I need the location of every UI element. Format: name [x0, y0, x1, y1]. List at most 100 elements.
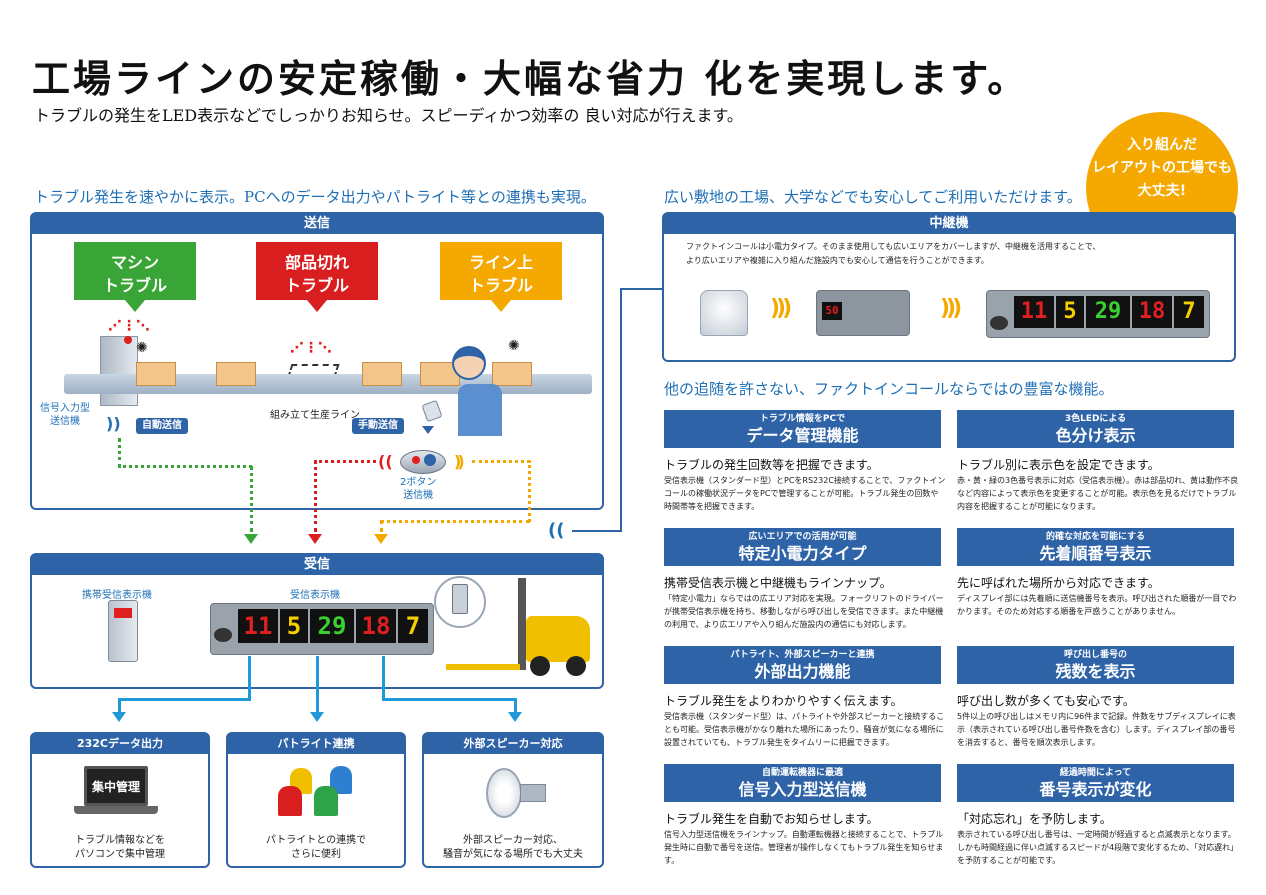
output-connector-line: [316, 656, 319, 712]
desc-line: さらに便利: [291, 849, 341, 860]
speaker-horn-icon: [486, 768, 522, 818]
wireless-wave-icon: ))): [940, 296, 962, 321]
feature-title: 色分け表示: [1055, 426, 1136, 445]
red-button-icon: [412, 456, 420, 464]
burst-line2: レイアウトの工場でも: [1092, 160, 1232, 176]
led-digit: 29: [310, 609, 354, 643]
relay-connector-line: [620, 288, 622, 532]
feature-card: 自動運転機器に最適信号入力型送信機: [664, 764, 941, 802]
burst-line3: 大丈夫!: [1137, 183, 1187, 199]
relay-digit: 50: [822, 302, 842, 320]
receiver-display-label: 受信表示機: [290, 590, 340, 601]
wireless-wave-icon: ((: [548, 520, 565, 541]
forklift-body: [526, 616, 590, 662]
feature-card: トラブル情報をPCでデータ管理機能: [664, 410, 941, 448]
laptop-base: [74, 806, 158, 814]
bubble-line: トラブル: [468, 276, 533, 295]
feature-subtitle: 3色LEDによる: [1064, 414, 1127, 424]
desc-line: パトライトとの連携で: [265, 835, 367, 846]
led-digit: 11: [1014, 296, 1054, 328]
portable-receiver-label: 携帯受信表示機: [82, 590, 152, 601]
relay-panel: 中継機: [662, 212, 1236, 362]
feature-headline: 携帯受信表示機と中継機もラインナップ。: [664, 576, 892, 590]
red-signal-path: [314, 460, 376, 463]
down-arrow-icon: [422, 426, 434, 434]
assembly-line-label: 組み立て生産ライン: [270, 410, 360, 421]
forklift-wheel: [566, 656, 586, 676]
blue-arrow-icon: [310, 712, 324, 722]
machine-icon: [100, 336, 138, 406]
panel-title: 232Cデータ出力: [32, 734, 208, 754]
forklift-fork: [446, 664, 520, 670]
forklift-wheel: [530, 656, 550, 676]
bubble-tail: [491, 300, 511, 312]
relay-connector-line: [620, 288, 664, 290]
trouble-scribble-icon: ✺: [508, 338, 520, 354]
led-digit: 11: [238, 609, 278, 643]
led-digit: 5: [1056, 296, 1084, 328]
feature-card: 的確な対応を可能にする先着順番号表示: [957, 528, 1234, 566]
alarm-light-icon: [124, 336, 132, 344]
patlite-desc: パトライトとの連携で さらに便利: [234, 834, 398, 862]
feature-title: 信号入力型送信機: [738, 780, 867, 799]
feature-description: 赤・黄・緑の3色番号表示に対応（受信表示機）。赤は部品切れ、黄は動作不良など内容…: [957, 476, 1239, 511]
desc-line: 外部スピーカー対応、: [463, 835, 563, 846]
worker-body: [458, 384, 502, 436]
feature-description: 「特定小電力」ならではの広エリア対応を実現。フォークリフトのドライバーが携帯受信…: [664, 594, 944, 629]
two-button-transmitter: [400, 450, 446, 474]
output-connector-line: [382, 698, 516, 701]
orange-signal-path: [528, 460, 531, 522]
page-title: 工場ラインの安定稼働・大幅な省力 化を実現します。: [32, 56, 1029, 101]
feature-description: 表示されている呼び出し番号は、一定時間が経過すると点滅表示となります。しかも時間…: [957, 830, 1239, 865]
red-arrow-icon: [308, 534, 322, 544]
wireless-wave-icon: ))): [770, 296, 792, 321]
feature-title: 残数を表示: [1055, 662, 1136, 681]
laptop-screen-text: 集中管理: [92, 780, 141, 794]
led-digit: 18: [1132, 296, 1172, 328]
red-signal-path: [314, 460, 317, 532]
left-section-title: トラブル発生を速やかに表示。PCへのデータ出力やパトライト等との連携も実現。: [34, 188, 596, 206]
bubble-line: トラブル: [102, 276, 167, 295]
label-line: 送信機: [50, 416, 80, 427]
led-digit: 5: [280, 609, 308, 643]
led-digit: 29: [1086, 296, 1130, 328]
alarm-flash-icon: ⋰⋮⋱: [108, 318, 150, 334]
feature-description: 5件以上の呼び出しはメモリ内に96件まで記録。件数をサブディスプレイに表示（表示…: [957, 712, 1236, 747]
burst-line1: 入り組んだ: [1127, 137, 1197, 153]
feature-card: 経過時間によって番号表示が変化: [957, 764, 1234, 802]
blue-light-icon: [330, 766, 352, 794]
wireless-wave-icon: ((: [378, 452, 393, 471]
bubble-tail: [307, 300, 327, 312]
blue-arrow-icon: [112, 712, 126, 722]
label-line: 送信機: [403, 490, 434, 501]
feature-subtitle: 的確な対応を可能にする: [1045, 532, 1146, 542]
manual-send-tag: 手動送信: [352, 418, 404, 434]
feature-subtitle: 自動運転機器に最適: [761, 768, 843, 778]
part-box: [362, 362, 402, 386]
page-subtitle: トラブルの発生をLED表示などでしっかりお知らせ。スピーディかつ効率の 良い対応…: [34, 106, 743, 125]
desc-line: パソコンで集中管理: [75, 849, 165, 860]
feature-subtitle: 経過時間によって: [1059, 768, 1132, 778]
led-digit: 18: [356, 609, 396, 643]
green-light-icon: [314, 786, 338, 816]
bubble-line: マシン: [110, 253, 159, 272]
charging-cradle-icon: [700, 290, 748, 336]
part-box: [492, 362, 532, 386]
wireless-wave-icon: )): [454, 452, 464, 471]
desc-line: 騒音が気になる場所でも大丈夫: [443, 849, 583, 860]
bubble-line: トラブル: [284, 276, 349, 295]
feature-card: パトライト、外部スピーカーと連携外部出力機能: [664, 646, 941, 684]
orange-arrow-icon: [374, 534, 388, 544]
desc-line: トラブル情報などを: [75, 835, 165, 846]
feature-subtitle: トラブル情報をPCで: [759, 414, 846, 424]
feature-description: 受信表示機（スタンダード型）とPCをRS232C接続することで、ファクトインコー…: [664, 476, 946, 511]
machine-trouble-bubble: マシン トラブル: [74, 242, 196, 300]
panel-title: パトライト連携: [228, 734, 404, 754]
feature-title: 先着順番号表示: [1039, 544, 1152, 563]
speaker-desc: 外部スピーカー対応、 騒音が気になる場所でも大丈夫: [430, 834, 596, 862]
blue-arrow-icon: [508, 712, 522, 722]
output-connector-line: [118, 698, 121, 712]
output-connector-line: [382, 656, 385, 700]
red-light-icon: [278, 786, 302, 816]
relay-connector-line: [572, 530, 620, 532]
